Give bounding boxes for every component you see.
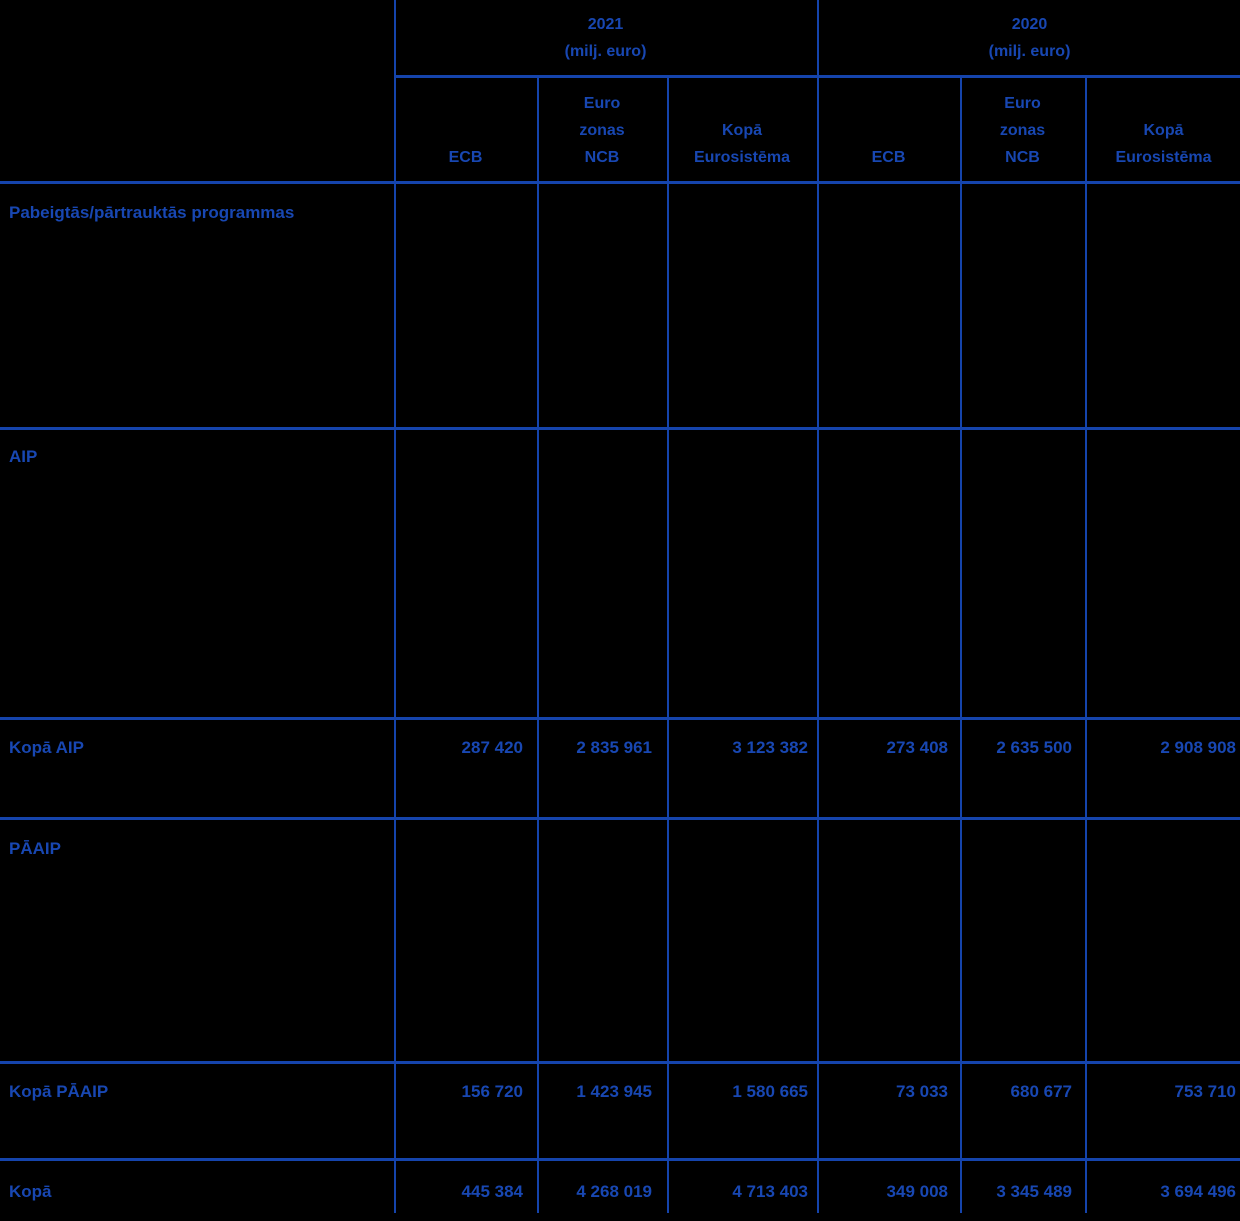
value-kopa-2021-total: 4 713 403 bbox=[732, 1182, 808, 1201]
grid-hline-under-completed-section bbox=[0, 427, 1240, 430]
value-kopa-2020-total: 3 694 496 bbox=[1160, 1182, 1236, 1201]
value-kopa-aip-2020-ecb: 273 408 bbox=[886, 738, 948, 757]
grid-hline-under-kopa-aip bbox=[0, 817, 1240, 820]
grid-hline-under-colheaders bbox=[0, 181, 1240, 184]
grid-hline-under-paaip-section bbox=[0, 1061, 1240, 1064]
value-kopa-aip-2020-ncb: 2 635 500 bbox=[996, 738, 1072, 757]
year-2021-unit: (milj. euro) bbox=[564, 42, 647, 60]
value-kopa-2021-ecb: 445 384 bbox=[461, 1182, 523, 1201]
colheader-2020-ecb: ECB bbox=[871, 149, 906, 166]
value-kopa-paaip-2020-ncb: 680 677 bbox=[1010, 1082, 1072, 1101]
value-kopa-paaip-2021-ncb: 1 423 945 bbox=[576, 1082, 652, 1101]
year-2020-unit: (milj. euro) bbox=[988, 42, 1071, 60]
colheader-2020-ncb: Euro zonas NCB bbox=[999, 95, 1046, 166]
value-kopa-2020-ecb: 349 008 bbox=[886, 1182, 948, 1201]
grid-vline-2021-ncb-total bbox=[667, 77, 669, 1213]
colheader-2021-ecb: ECB bbox=[448, 149, 483, 166]
year-2021-label: 2021 bbox=[587, 15, 624, 33]
year-2020-label: 2020 bbox=[1011, 15, 1048, 33]
section-label-completed-programmes: Pabeigtās/pārtrauktās programmas bbox=[9, 203, 295, 222]
grid-vline-2021-ecb-ncb bbox=[537, 77, 539, 1213]
grid-vline-yeargroups bbox=[817, 0, 819, 1213]
grid-hline-under-aip-section bbox=[0, 717, 1240, 720]
grid-hline-under-years bbox=[394, 75, 1240, 78]
colheader-2021-ncb: Euro zonas NCB bbox=[579, 95, 625, 166]
value-kopa-aip-2021-total: 3 123 382 bbox=[732, 738, 808, 757]
value-kopa-aip-2021-ecb: 287 420 bbox=[461, 738, 523, 757]
year-header-2021: 2021 (milj. euro) bbox=[396, 0, 815, 75]
section-label-paaip: PĀAIP bbox=[9, 839, 61, 858]
grid-vline-2020-ecb-ncb bbox=[960, 77, 962, 1213]
section-label-aip: AIP bbox=[9, 447, 38, 466]
colheader-2021-total: Kopā Eurosistēma bbox=[693, 122, 791, 166]
value-kopa-2021-ncb: 4 268 019 bbox=[576, 1182, 652, 1201]
value-kopa-2020-ncb: 3 345 489 bbox=[996, 1182, 1072, 1201]
value-kopa-paaip-2020-total: 753 710 bbox=[1174, 1082, 1236, 1101]
grid-hline-under-kopa-paaip bbox=[0, 1158, 1240, 1161]
value-kopa-aip-2021-ncb: 2 835 961 bbox=[576, 738, 652, 757]
value-kopa-paaip-2021-total: 1 580 665 bbox=[732, 1082, 808, 1101]
colheader-2020-total: Kopā Eurosistēma bbox=[1115, 122, 1212, 166]
value-kopa-paaip-2020-ecb: 73 033 bbox=[896, 1082, 948, 1101]
row-label-kopa-aip: Kopā AIP bbox=[9, 738, 84, 757]
row-label-kopa-paaip: Kopā PĀAIP bbox=[9, 1082, 109, 1101]
grid-vline-2020-ncb-total bbox=[1085, 77, 1087, 1213]
row-label-kopa: Kopā bbox=[9, 1182, 52, 1201]
year-header-2020: 2020 (milj. euro) bbox=[819, 0, 1240, 75]
grid-vline-labelcol bbox=[394, 0, 396, 1213]
value-kopa-paaip-2021-ecb: 156 720 bbox=[461, 1082, 523, 1101]
value-kopa-aip-2020-total: 2 908 908 bbox=[1160, 738, 1236, 757]
